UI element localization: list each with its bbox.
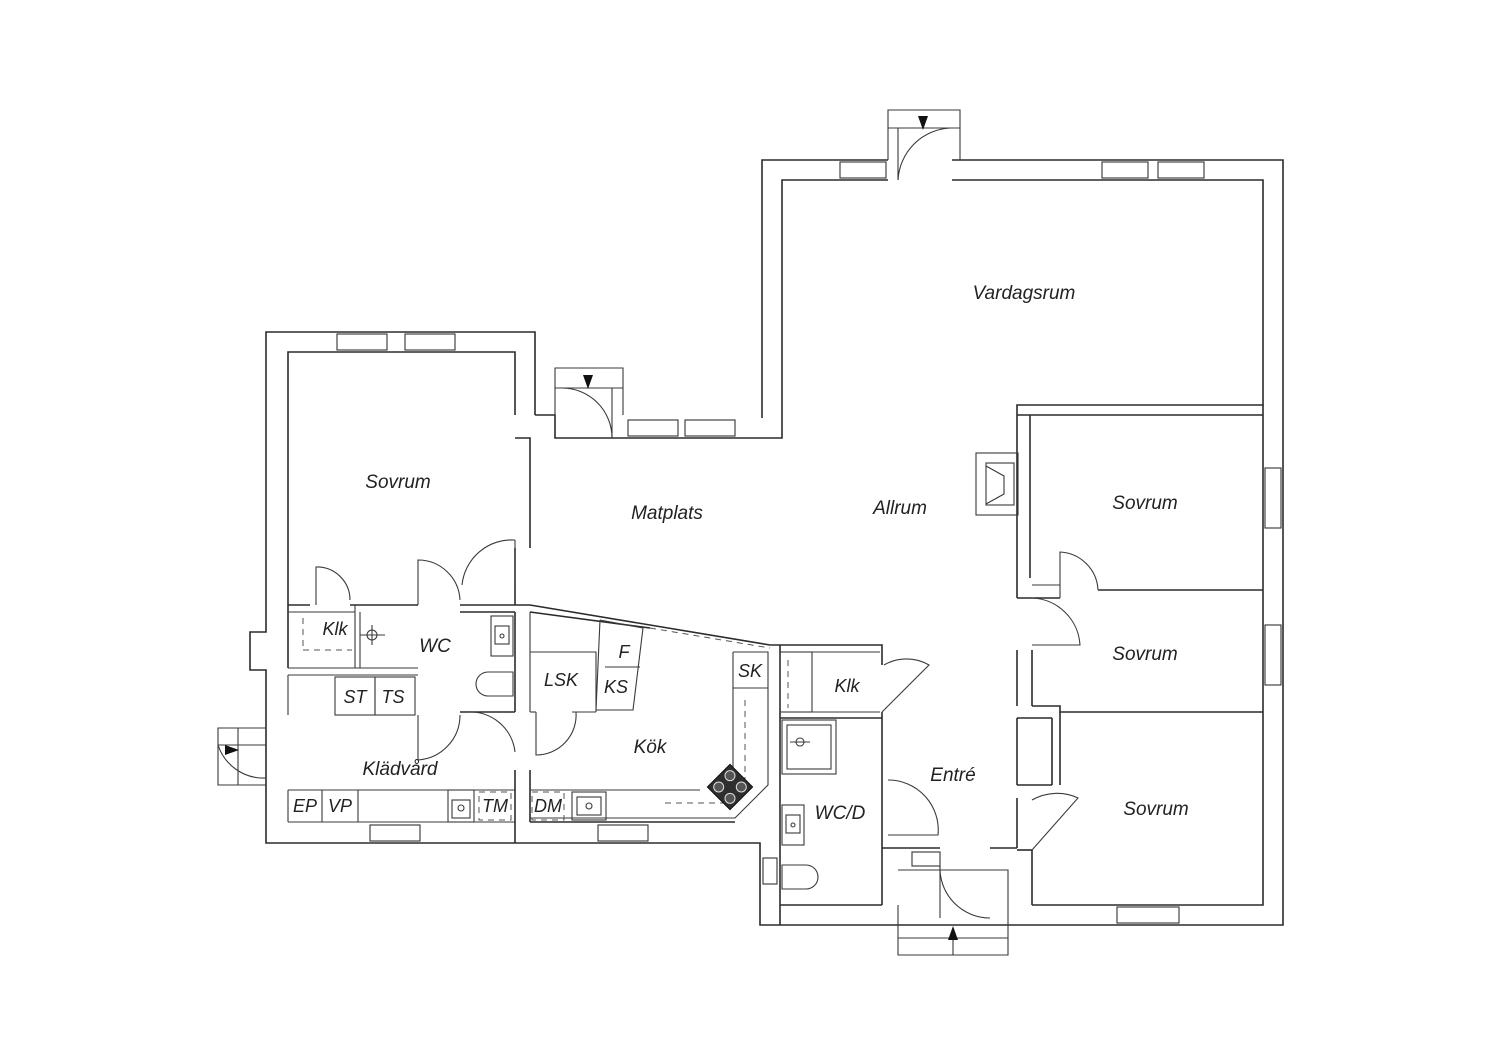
label-st: ST <box>343 687 368 707</box>
label-tm: TM <box>482 796 508 816</box>
entry-arrow-icon <box>583 375 593 389</box>
window <box>1157 161 1205 179</box>
label-dm: DM <box>534 796 562 816</box>
window <box>839 161 887 179</box>
window <box>404 333 456 351</box>
label-ks: KS <box>604 677 628 697</box>
entry-arrow-icon <box>918 116 928 130</box>
window <box>597 824 649 842</box>
window <box>1264 624 1282 686</box>
window <box>684 419 736 437</box>
label-wc: WC <box>419 636 451 657</box>
window <box>1101 161 1149 179</box>
window <box>627 419 679 437</box>
toilet-icon <box>781 864 819 890</box>
window <box>1264 467 1282 529</box>
shower-icon <box>781 719 837 775</box>
window <box>336 333 388 351</box>
label-lsk: LSK <box>544 670 579 690</box>
stove-icon <box>706 763 754 811</box>
window <box>369 824 421 842</box>
sink-icon <box>447 789 475 823</box>
label-sovrum: Sovrum <box>1123 799 1188 820</box>
label-vardagsrum: Vardagsrum <box>973 283 1076 304</box>
label-wc-d: WC/D <box>815 803 866 824</box>
label-kok: Kök <box>634 737 668 758</box>
windows <box>336 161 1282 924</box>
fixtures <box>360 452 1019 890</box>
sink-icon <box>781 804 805 846</box>
label-matplats: Matplats <box>631 503 703 524</box>
label-sk: SK <box>738 661 763 681</box>
window <box>911 851 941 867</box>
label-sovrum: Sovrum <box>1112 644 1177 665</box>
label-klk: Klk <box>834 676 860 696</box>
exterior-steps <box>217 109 1009 956</box>
label-ts: TS <box>381 687 404 707</box>
window <box>762 857 778 885</box>
label-entre: Entré <box>930 765 975 786</box>
sink-icon <box>490 615 514 657</box>
room-labels: Vardagsrum Matplats Allrum Sovrum Sovrum… <box>293 283 1189 824</box>
entry-arrow-icon <box>948 926 958 940</box>
entry-arrow-icon <box>225 745 239 755</box>
toilet-icon <box>475 671 514 697</box>
label-sovrum: Sovrum <box>1112 493 1177 514</box>
label-allrum: Allrum <box>872 498 927 519</box>
fireplace-icon <box>975 452 1019 516</box>
label-f: F <box>619 642 631 662</box>
interior-walls <box>287 414 1263 905</box>
label-kladvard: Klädvård <box>363 759 439 780</box>
label-sovrum: Sovrum <box>365 472 430 493</box>
sink-icon <box>571 791 607 821</box>
label-klk: Klk <box>322 619 348 639</box>
label-vp: VP <box>328 796 352 816</box>
window <box>1116 906 1180 924</box>
door-swings <box>315 539 1099 851</box>
label-ep: EP <box>293 796 317 816</box>
